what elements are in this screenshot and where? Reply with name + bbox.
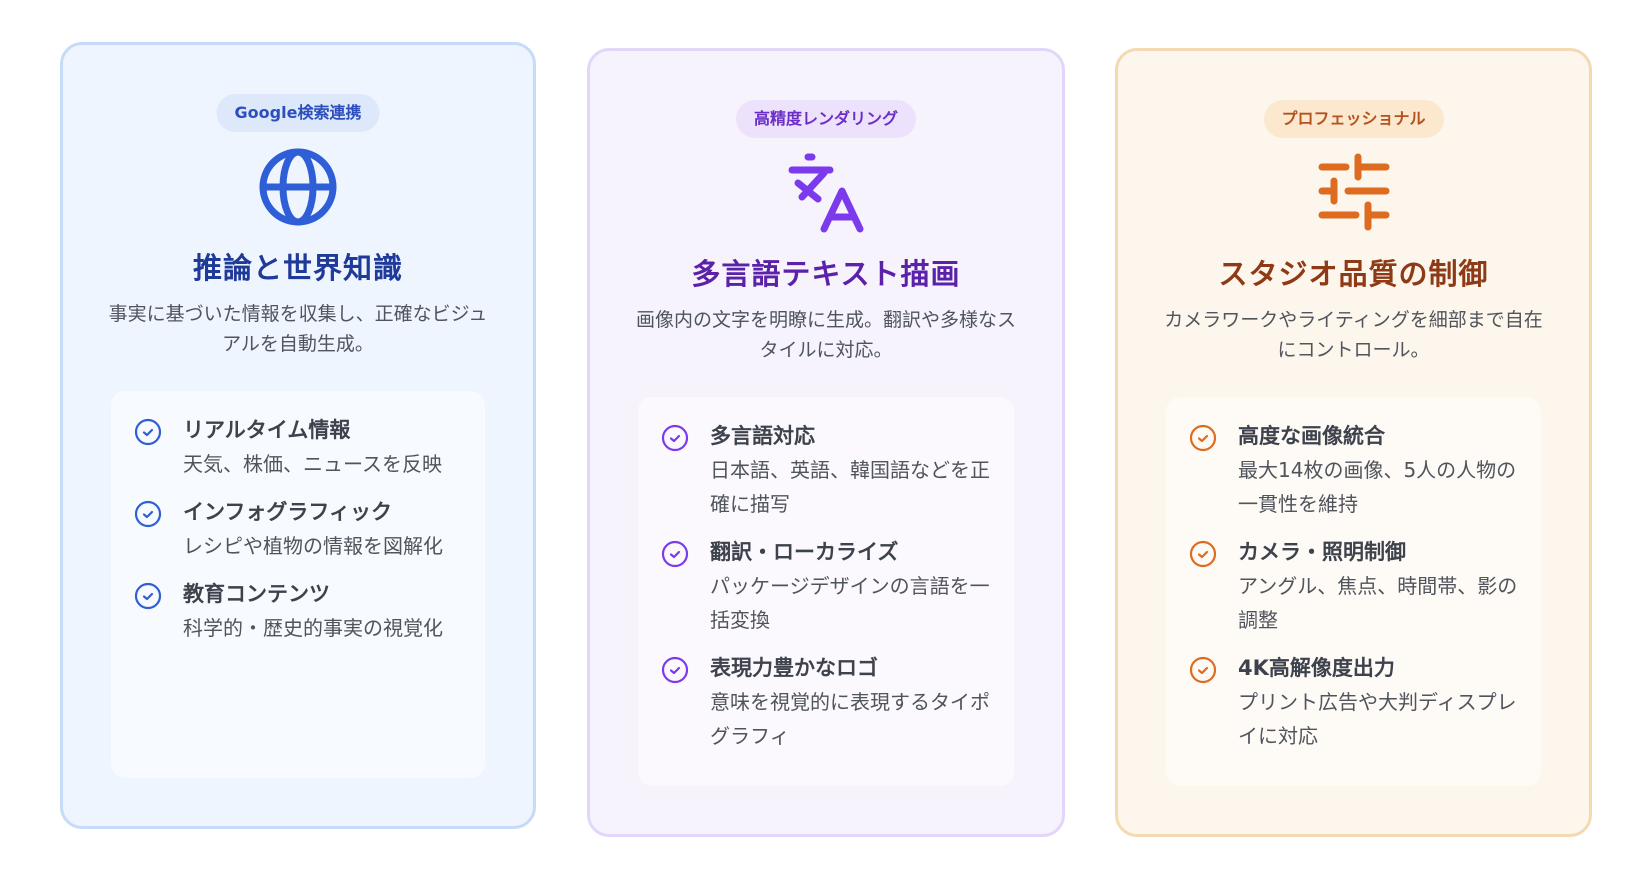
list-item: 多言語対応 日本語、英語、韓国語などを正確に描写: [658, 421, 992, 521]
check-circle-icon: [1189, 424, 1217, 452]
list-item: 教育コンテンツ 科学的・歴史的事実の視覚化: [131, 579, 463, 645]
item-description: 意味を視覚的に表現するタイポグラフィ: [710, 690, 990, 748]
feature-list: 高度な画像統合 最大14枚の画像、5人の人物の一貫性を維持 カメラ・照明制御 ア…: [1166, 397, 1541, 786]
item-description: アングル、焦点、時間帯、影の調整: [1238, 574, 1518, 632]
card-title: 推論と世界知識: [192, 251, 403, 285]
check-circle-icon: [661, 656, 689, 684]
check-circle-icon: [1189, 540, 1217, 568]
feature-badge: プロフェッショナル: [1263, 100, 1444, 138]
item-title: 教育コンテンツ: [183, 582, 330, 606]
card-title: 多言語テキスト描画: [691, 257, 961, 291]
feature-card-reasoning: Google検索連携 推論と世界知識 事実に基づいた情報を収集し、正確なビジュア…: [60, 42, 536, 829]
item-title: 4K高解像度出力: [1238, 656, 1395, 680]
feature-badge: Google検索連携: [216, 94, 380, 132]
check-circle-icon: [661, 540, 689, 568]
item-description: 科学的・歴史的事実の視覚化: [183, 616, 443, 640]
list-item: インフォグラフィック レシピや植物の情報を図解化: [131, 497, 463, 563]
card-description: カメラワークやライティングを細部まで自在にコントロール。: [1164, 309, 1543, 361]
check-circle-icon: [661, 424, 689, 452]
list-item: 表現力豊かなロゴ 意味を視覚的に表現するタイポグラフィ: [658, 653, 992, 753]
item-title: インフォグラフィック: [183, 500, 392, 524]
card-description: 画像内の文字を明瞭に生成。翻訳や多様なスタイルに対応。: [635, 309, 1016, 361]
item-description: プリント広告や大判ディスプレイに対応: [1238, 690, 1517, 748]
list-item: 翻訳・ローカライズ パッケージデザインの言語を一括変換: [658, 537, 992, 637]
feature-card-multilingual: 高精度レンダリング 多言語テキスト描画 画像内の文字を明瞭に生成。翻訳や多様なス…: [587, 48, 1065, 837]
item-description: 天気、株価、ニュースを反映: [183, 452, 442, 476]
check-circle-icon: [134, 418, 162, 446]
item-description: パッケージデザインの言語を一括変換: [710, 574, 990, 632]
card-title: スタジオ品質の制御: [1218, 257, 1489, 291]
item-title: リアルタイム情報: [183, 418, 351, 442]
list-item: 高度な画像統合 最大14枚の画像、5人の人物の一貫性を維持: [1186, 421, 1519, 521]
feature-list: 多言語対応 日本語、英語、韓国語などを正確に描写 翻訳・ローカライズ パッケージ…: [638, 397, 1014, 786]
item-title: 表現力豊かなロゴ: [710, 656, 878, 680]
feature-badge: 高精度レンダリング: [735, 100, 917, 138]
list-item: リアルタイム情報 天気、株価、ニュースを反映: [131, 415, 463, 481]
list-item: 4K高解像度出力 プリント広告や大判ディスプレイに対応: [1186, 653, 1519, 753]
item-title: カメラ・照明制御: [1238, 540, 1406, 564]
item-title: 高度な画像統合: [1238, 424, 1385, 448]
check-circle-icon: [134, 582, 162, 610]
check-circle-icon: [134, 500, 162, 528]
item-title: 多言語対応: [710, 424, 815, 448]
sliders-icon: [1312, 151, 1396, 235]
check-circle-icon: [1189, 656, 1217, 684]
item-description: 日本語、英語、韓国語などを正確に描写: [710, 458, 990, 516]
feature-list: リアルタイム情報 天気、株価、ニュースを反映 インフォグラフィック レシピや植物…: [111, 391, 485, 778]
item-title: 翻訳・ローカライズ: [710, 540, 899, 564]
feature-card-studio-control: プロフェッショナル スタジオ品質の制御 カメラワークやライティングを細部まで自在…: [1115, 48, 1592, 837]
list-item: カメラ・照明制御 アングル、焦点、時間帯、影の調整: [1186, 537, 1519, 637]
globe-icon: [256, 145, 340, 229]
translate-icon: [784, 151, 868, 235]
card-description: 事実に基づいた情報を収集し、正確なビジュアルを自動生成。: [108, 303, 488, 355]
item-description: レシピや植物の情報を図解化: [183, 534, 443, 558]
item-description: 最大14枚の画像、5人の人物の一貫性を維持: [1238, 458, 1517, 516]
